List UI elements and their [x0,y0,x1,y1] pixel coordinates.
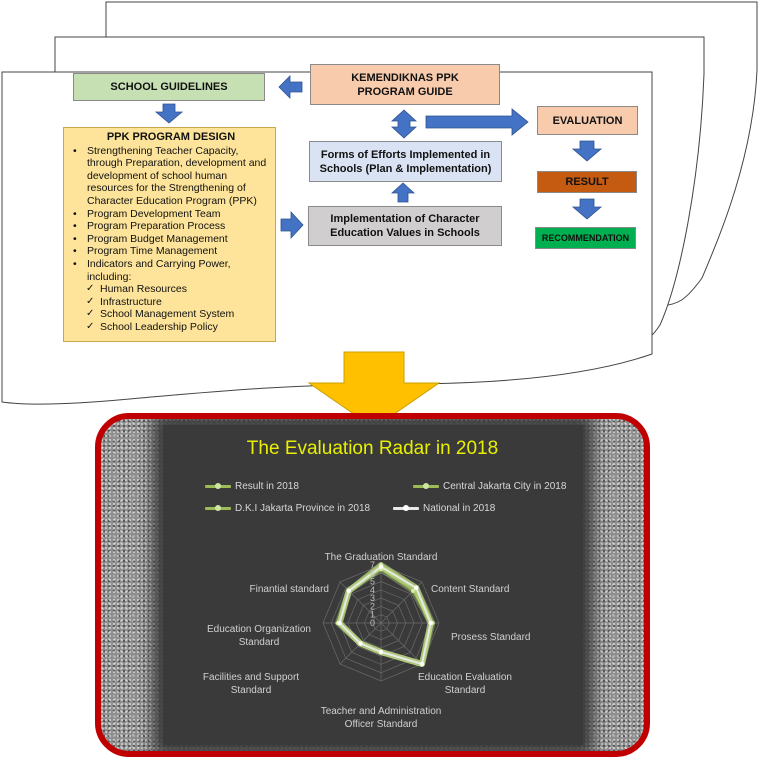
radar-series-glow [334,562,436,667]
legend-swatch [413,483,439,489]
radar-category-label: Finantial standard [249,584,330,595]
school-guidelines-box: SCHOOL GUIDELINES [73,73,265,101]
legend-item-central-jakarta: Central Jakarta City in 2018 [413,481,566,492]
radar-spoke [380,622,423,665]
radar-point [414,585,419,590]
radar-point [411,588,416,593]
arrow-right-icon [425,108,529,136]
school-guidelines-label: SCHOOL GUIDELINES [110,81,228,93]
ppk-program-design-title: PPK PROGRAM DESIGN [106,131,236,143]
evaluation-label: EVALUATION [552,114,623,127]
radar-tick-label: 1 [370,610,375,620]
kemendiknas-guide-label: KEMENDIKNAS PPK PROGRAM GUIDE [351,71,459,98]
arrow-down-icon [571,198,603,220]
forms-of-efforts-label: Forms of Efforts Implemented in Schools … [319,148,492,175]
evaluation-box: EVALUATION [537,106,638,135]
legend-label: D.K.I Jakarta Province in 2018 [235,503,371,514]
legend-label: Central Jakarta City in 2018 [443,481,567,492]
legend-label: Result in 2018 [235,481,299,492]
radar-category-label: Content Standard [431,584,510,595]
legend-swatch [205,483,231,489]
legend-label: National in 2018 [423,503,496,514]
radar-point [358,641,363,646]
arrow-updown-icon [390,109,418,139]
implementation-box: Implementation of Character Education Va… [308,206,502,246]
radar-point [378,649,384,655]
legend-swatch [393,505,419,511]
radar-point [346,588,351,593]
design-bullet: Program Preparation Process [72,220,270,233]
arrow-left-icon [278,75,303,99]
legend-item-national: National in 2018 [393,503,495,514]
radar-spoke [339,581,382,624]
recommendation-label: RECOMMENDATION [541,233,630,243]
design-bullet: Strengthening Teacher Capacity, through … [72,145,270,208]
design-bullet: Program Development Team [72,208,270,221]
radar-series-line [336,564,434,665]
design-check-item: Infrastructure [72,296,270,309]
radar-tick-label: 6 [370,568,375,578]
radar-category-label: The Graduation Standard [324,552,438,563]
arrow-down-icon [154,103,184,124]
ppk-program-design-box: PPK PROGRAM DESIGN Strengthening Teacher… [63,127,276,342]
radar-point [419,661,425,667]
radar-tick-label: 0 [370,618,375,628]
arrow-right-icon [280,210,304,240]
radar-point [337,620,342,626]
result-label: RESULT [565,176,609,188]
radar-tick-label: 4 [370,585,375,595]
forms-of-efforts-box: Forms of Efforts Implemented in Schools … [309,141,502,182]
result-box: RESULT [537,171,637,193]
implementation-label: Implementation of Character Education Va… [330,213,480,239]
design-bullet: Program Budget Management [72,233,270,246]
radar-tick-label: 7 [370,560,375,570]
design-check-item: School Management System [72,308,270,321]
legend-item-dki-jakarta: D.K.I Jakarta Province in 2018 [205,503,370,514]
radar-series-line [338,565,432,665]
design-bullet: Indicators and Carrying Power, including… [72,258,270,283]
radar-tick-label: 5 [370,577,375,587]
arrow-down-icon [571,140,603,162]
radar-chart-panel: The Evaluation Radar in 2018 Result in 2… [95,413,650,757]
radar-point [378,564,384,569]
legend-swatch [205,505,231,511]
chart-title: The Evaluation Radar in 2018 [246,438,499,459]
arrow-up-icon [390,182,416,203]
design-bullet: Program Time Management [72,245,270,258]
design-bullet-list: Strengthening Teacher Capacity, through … [72,145,270,334]
design-check-item: Human Resources [72,283,270,296]
radar-series-glow [336,563,434,667]
recommendation-box: RECOMMENDATION [535,227,636,249]
radar-tick-label: 3 [370,593,375,603]
legend-item-result: Result in 2018 [205,481,299,492]
kemendiknas-guide-box: KEMENDIKNAS PPK PROGRAM GUIDE [310,64,500,105]
radar-tick-label: 2 [370,601,375,611]
radar-category-label: Prosess Standard [451,632,531,643]
big-down-arrow-icon [307,351,441,429]
radar-point [428,620,433,626]
design-check-item: School Leadership Policy [72,321,270,334]
flowchart-arrows [154,75,603,240]
